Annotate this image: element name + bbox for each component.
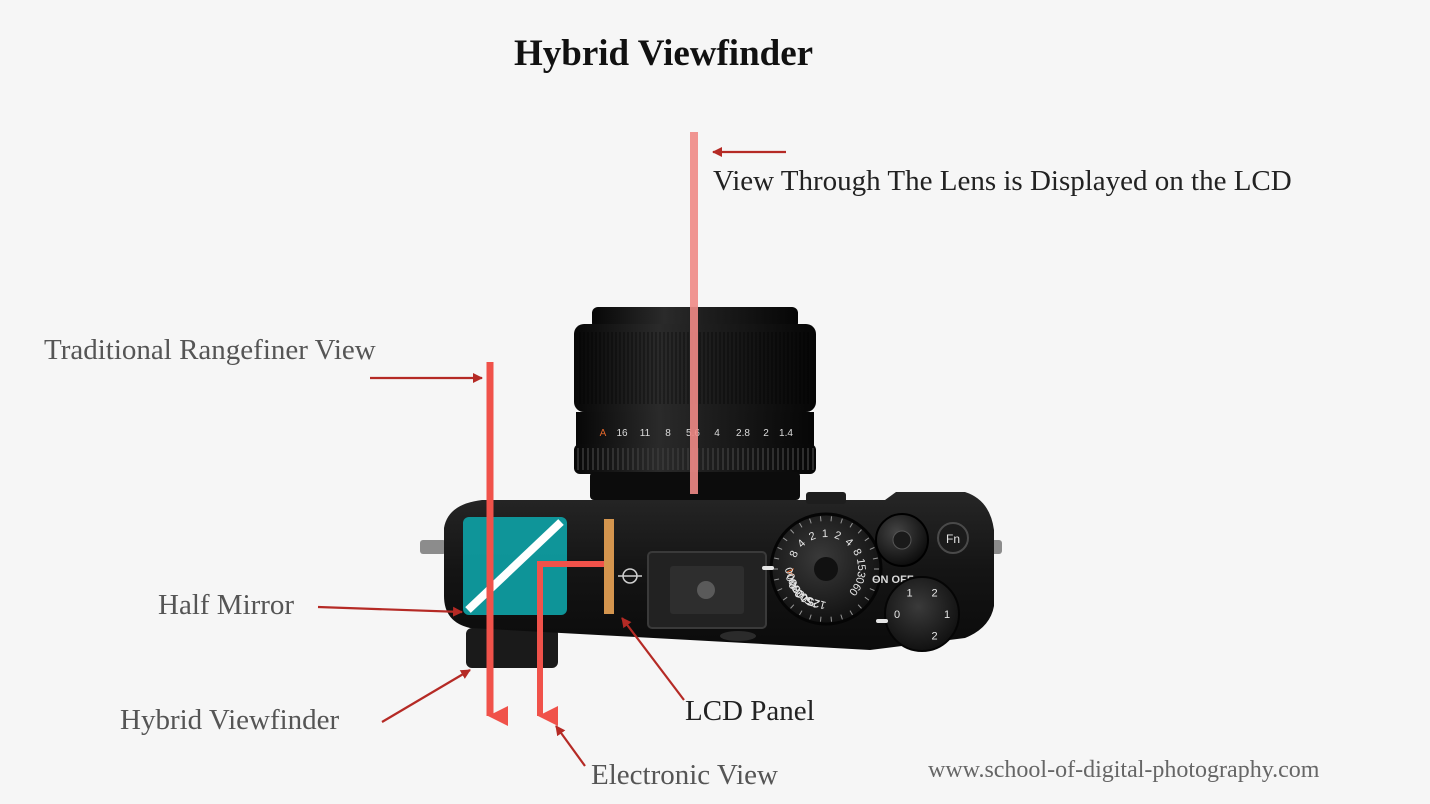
shutter-speed-value: 125	[807, 595, 828, 611]
aperture-value: 11	[640, 428, 651, 439]
rangefinder-view-label: Traditional Rangefiner View	[44, 334, 376, 366]
lens-view-label: View Through The Lens is Displayed on th…	[713, 165, 1292, 197]
half-mirror-diagonal	[465, 519, 564, 613]
dial-center	[814, 557, 838, 581]
shutter-speed-value: 8	[788, 549, 801, 560]
shutter-speed-value: A	[785, 567, 798, 576]
aperture-value: 2	[763, 428, 769, 439]
shutter-speed-value: 8	[850, 547, 863, 558]
lcd-panel-bar	[604, 519, 614, 614]
exposure-comp-value: 0	[894, 609, 900, 621]
aperture-value: 2.8	[736, 428, 750, 439]
pointer-arrows	[317, 147, 786, 767]
half-mirror-label: Half Mirror	[158, 589, 295, 621]
aperture-value: 8	[665, 428, 671, 439]
shutter-collar	[806, 492, 846, 504]
shutter-speed-value: 15	[854, 558, 867, 572]
lens-grip-ridges	[577, 448, 814, 470]
lcd-panel-arrow	[621, 617, 685, 701]
fn-button	[937, 522, 969, 554]
exposure-comp-value: 2	[931, 587, 937, 599]
aperture-value: A	[600, 428, 607, 439]
light-paths	[463, 132, 698, 726]
website-credit: www.school-of-digital-photography.com	[928, 757, 1320, 783]
electronic-view-label: Electronic View	[591, 759, 778, 791]
exposure-comp-dial	[884, 576, 960, 652]
shutter-speed-value: 60	[846, 581, 863, 598]
shutter-speed-value: 1	[822, 528, 828, 540]
aperture-value: 1.4	[779, 428, 793, 439]
diagram-title: Hybrid Viewfinder	[514, 33, 814, 74]
aperture-value: 4	[714, 428, 720, 439]
shutter-speed-value: 2	[807, 530, 817, 543]
hybrid-viewfinder-label: Hybrid Viewfinder	[120, 704, 340, 736]
exposure-comp-value: 1	[906, 587, 912, 599]
lcd-panel-label: LCD Panel	[685, 695, 815, 727]
lens-focus-ridges	[579, 332, 809, 404]
exposure-comp-value: 2	[931, 631, 937, 643]
shutter-dial-ticks	[773, 516, 879, 622]
aperture-value: 16	[616, 428, 628, 439]
shutter-speed-value: 30	[853, 570, 868, 585]
eyepiece	[466, 628, 558, 668]
lens-light-path	[690, 132, 698, 494]
electronic-view-arrow	[555, 725, 586, 767]
electronic-beam	[537, 561, 605, 726]
hybrid-viewfinder-arrow	[381, 669, 471, 723]
strap-lug-left	[420, 540, 446, 554]
fn-label: Fn	[946, 532, 960, 546]
shutter-speed-value: 2	[833, 529, 843, 542]
half-mirror-arrow	[317, 605, 463, 617]
exposure-comp-value: 1	[944, 609, 950, 621]
